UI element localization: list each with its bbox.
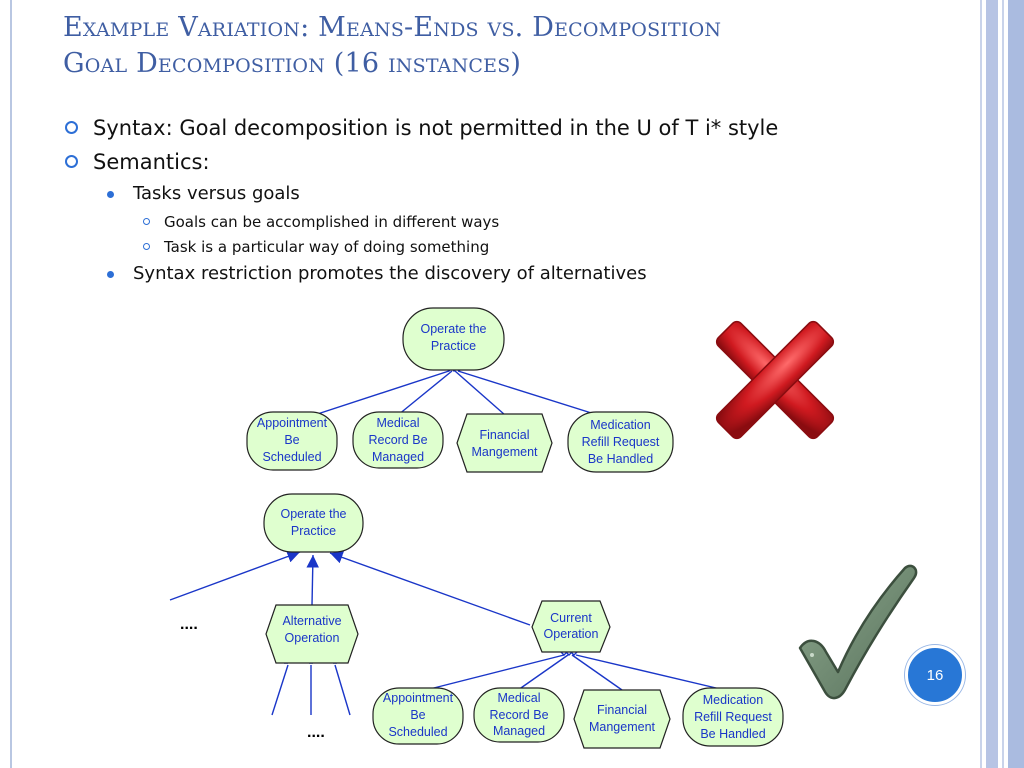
bottom-root-goal: Operate the Practice [263,493,364,553]
top-goal-medical-record: Medical Record Be Managed [352,411,444,469]
small-ring-bullet-icon [143,218,150,225]
bullet-tasks-vs-goals: Tasks versus goals [63,182,963,206]
bottom-goal-medication-refill: Medication Refill Request Be Handled [682,687,784,747]
bottom-task-financial: Financial Mangement [573,689,671,749]
dot-bullet-icon [107,271,114,278]
node-label: Medical [376,416,419,430]
bullet-text: Tasks versus goals [133,183,300,204]
node-label: Medication [590,418,650,432]
bottom-decomposition-links [417,651,734,693]
node-label: Practice [291,524,336,538]
bottom-goal-appointment: Appointment Be Scheduled [372,687,464,745]
top-goal-appointment: Appointment Be Scheduled [246,411,338,471]
ellipsis-left: .... [180,616,198,633]
node-label: Scheduled [388,725,447,739]
node-label: Refill Request [694,710,772,724]
top-task-financial: Financial Mangement [456,413,553,473]
top-decomposition-links [292,367,621,423]
node-label: Medical [497,691,540,705]
node-label: Current [550,611,592,625]
page-number-badge: 16 [905,645,965,705]
node-label: Operation [544,627,599,641]
node-label: Alternative [282,614,341,628]
small-ring-bullet-icon [143,243,150,250]
dot-bullet-icon [107,191,114,198]
bullet-semantics: Semantics: [63,148,963,176]
node-label: Appointment [383,691,454,705]
node-label: Refill Request [582,435,660,449]
bullet-text: Syntax: Goal decomposition is not permit… [93,116,779,140]
node-label: Be [410,708,425,722]
title-line-1: Example Variation: Means-Ends vs. Decomp… [63,12,722,43]
ring-bullet-icon [65,121,78,134]
bullet-text: Semantics: [93,150,210,174]
node-label: Medication [703,693,763,707]
bottom-task-alternative: Alternative Operation [265,604,359,664]
title-line-2: Goal Decomposition (16 instances) [63,48,522,79]
bullet-syntax-restriction: Syntax restriction promotes the discover… [63,262,963,286]
left-frame-border [0,0,12,768]
node-label: Scheduled [262,450,321,464]
node-label: Financial [597,703,647,717]
bullet-goals-ways: Goals can be accomplished in different w… [63,212,963,232]
node-label: Mangement [471,445,538,459]
bullet-text: Task is a particular way of doing someth… [164,238,490,256]
slide-title: Example Variation: Means-Ends vs. Decomp… [63,10,963,82]
red-x-icon [715,320,835,440]
bottom-task-current: Current Operation [531,600,611,653]
ring-bullet-icon [65,155,78,168]
bullet-list: Syntax: Goal decomposition is not permit… [63,114,963,292]
bottom-goal-medical-record: Medical Record Be Managed [473,687,565,743]
node-label: Be Handled [700,727,765,741]
node-label: Record Be [489,708,548,722]
node-label: Record Be [368,433,427,447]
node-label: Managed [493,724,545,738]
node-label: Operation [285,631,340,645]
top-goal-medication-refill: Medication Refill Request Be Handled [567,411,674,473]
node-label: Appointment [257,416,328,430]
node-label: Be Handled [588,452,653,466]
bullet-text: Goals can be accomplished in different w… [164,213,500,231]
node-label: Practice [431,339,476,353]
node-label: Operate the [280,507,346,521]
node-label: Mangement [589,720,656,734]
node-label: Operate the [420,322,486,336]
right-frame-stripes [978,0,1024,768]
bullet-text: Syntax restriction promotes the discover… [133,263,647,284]
node-label: Be [284,433,299,447]
bullet-task-way: Task is a particular way of doing someth… [63,237,963,257]
top-root-goal: Operate the Practice [402,307,505,371]
node-label: Financial [479,428,529,442]
bullet-syntax: Syntax: Goal decomposition is not permit… [63,114,963,142]
ellipsis-bottom: .... [307,724,325,741]
node-label: Managed [372,450,424,464]
green-check-icon [798,564,918,700]
